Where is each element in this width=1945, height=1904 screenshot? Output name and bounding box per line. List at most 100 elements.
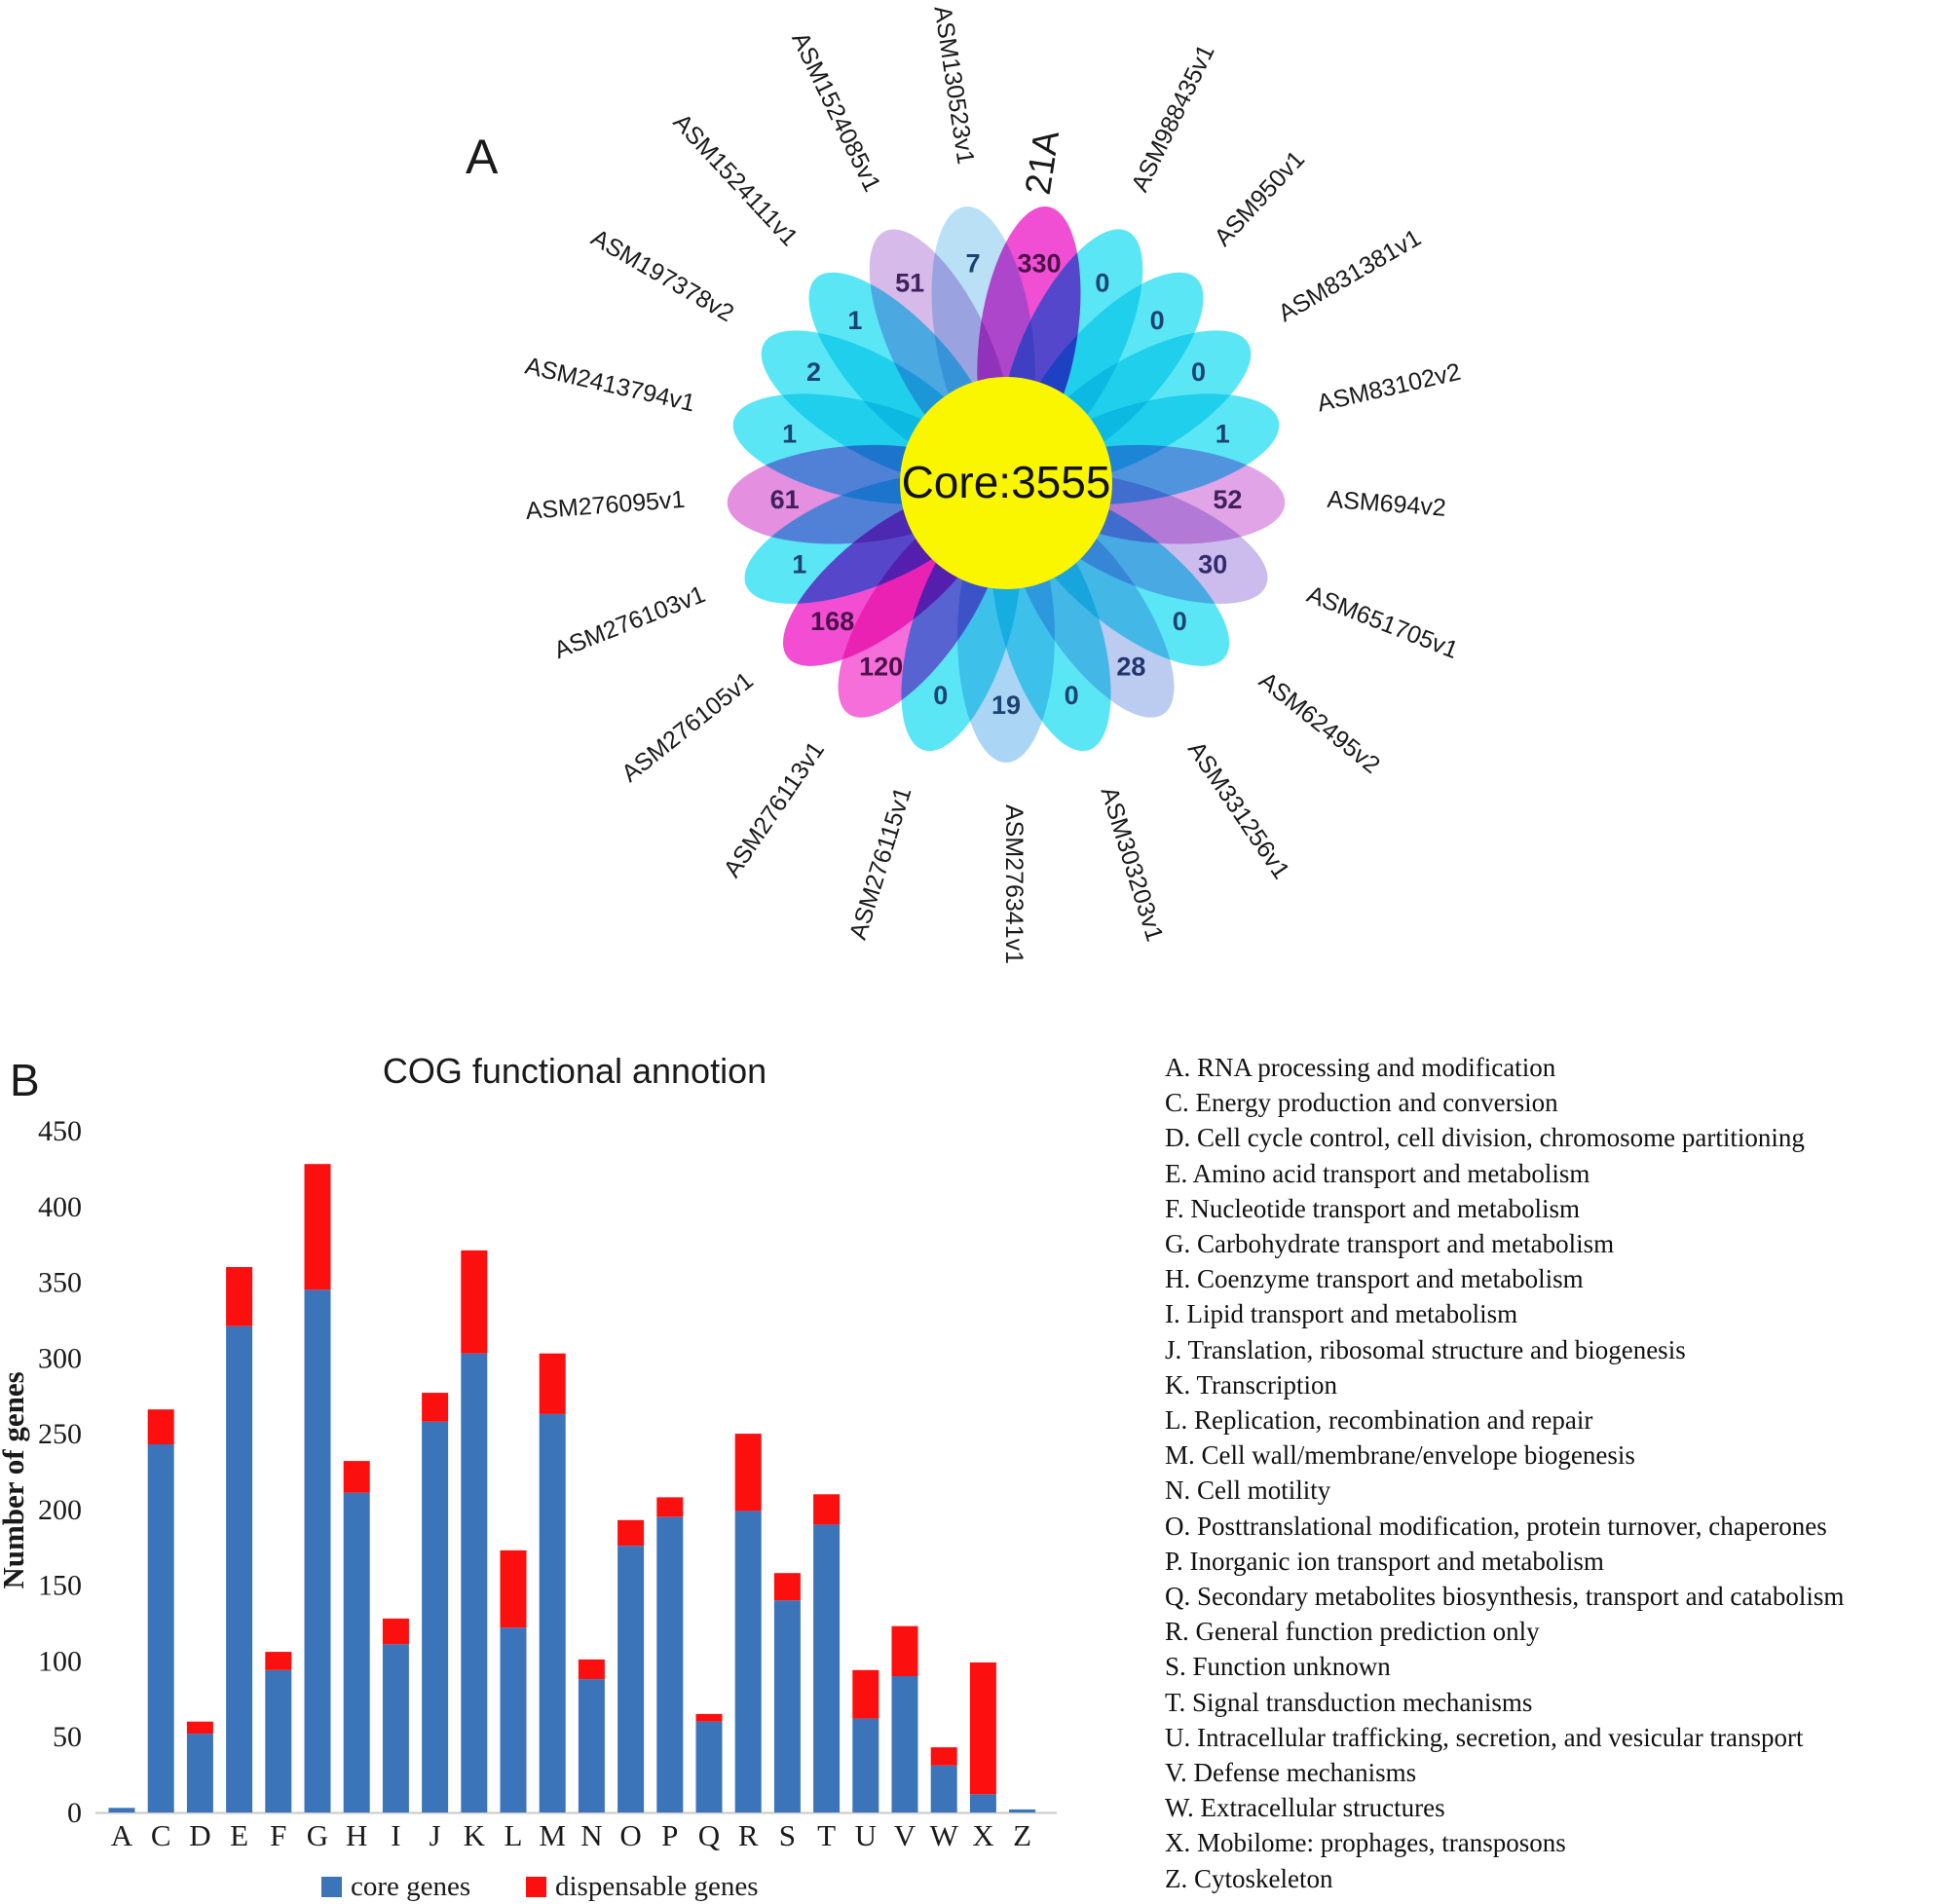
bar-dispensable-D [186, 1721, 213, 1735]
bar-core-K [461, 1353, 488, 1812]
x-label-I: I [391, 1818, 400, 1852]
bar-dispensable-S [773, 1573, 801, 1601]
petal-count-ASM1524085v1: 51 [895, 269, 924, 298]
cog-item-L: L. Replication, recombination and repair [1165, 1405, 1593, 1436]
petal-count-ASM276341v1: 19 [991, 691, 1021, 720]
petal-label-ASM651705v1: ASM651705v1 [1303, 580, 1462, 664]
petal-label-ASM62495v2: ASM62495v2 [1253, 666, 1385, 778]
bar-dispensable-X [969, 1662, 996, 1795]
cog-item-V: V. Defense mechanisms [1165, 1758, 1417, 1788]
x-label-Z: Z [1013, 1818, 1031, 1852]
bar-dispensable-I [382, 1618, 409, 1645]
x-label-F: F [270, 1818, 286, 1852]
x-label-M: M [539, 1818, 566, 1852]
bar-dispensable-H [343, 1461, 370, 1493]
bar-dispensable-T [813, 1494, 841, 1525]
bar-dispensable-U [852, 1669, 879, 1719]
bar-core-R [734, 1511, 762, 1812]
petal-count-ASM130523v1: 7 [965, 249, 980, 279]
bar-dispensable-P [656, 1497, 684, 1517]
cog-item-N: N. Cell motility [1165, 1475, 1331, 1506]
bar-dispensable-G [304, 1164, 331, 1290]
y-tick-100: 100 [38, 1645, 82, 1677]
x-label-K: K [464, 1818, 486, 1852]
petal-label-21A: 21A [1018, 128, 1066, 198]
bar-core-I [382, 1644, 409, 1812]
cog-item-W: W. Extracellular structures [1165, 1793, 1445, 1823]
bar-dispensable-N [578, 1659, 605, 1680]
cog-item-P: P. Inorganic ion transport and metabolis… [1165, 1546, 1604, 1576]
cog-item-D: D. Cell cycle control, cell division, ch… [1165, 1123, 1805, 1153]
panel-b-label: B [10, 1055, 40, 1105]
petal-count-ASM831381v1: 0 [1191, 357, 1206, 387]
petal-count-ASM276095v1: 61 [770, 485, 800, 514]
pan-genome-flower-plot: A Core:3555 3300001523002801901201681611… [466, 4, 1463, 964]
petal-label-ASM331256v1: ASM331256v1 [1182, 736, 1295, 883]
petal-label-ASM197378v2: ASM197378v2 [586, 224, 738, 327]
bar-dispensable-C [147, 1409, 174, 1444]
cog-item-A: A. RNA processing and modification [1165, 1053, 1556, 1082]
bar-core-M [539, 1413, 566, 1812]
bar-dispensable-F [265, 1652, 292, 1670]
bar-core-G [304, 1289, 331, 1812]
petal-count-ASM950v1: 0 [1150, 306, 1165, 335]
bar-dispensable-O [617, 1519, 645, 1547]
bar-core-J [422, 1421, 449, 1812]
chart-title: COG functional annotion [383, 1051, 767, 1091]
bar-core-S [773, 1600, 801, 1812]
bar-core-L [500, 1627, 527, 1812]
bar-dispensable-V [891, 1625, 918, 1676]
petal-count-ASM651705v1: 30 [1198, 549, 1227, 579]
cog-item-J: J. Translation, ribosomal structure and … [1165, 1334, 1686, 1364]
bar-core-Z [1009, 1809, 1036, 1812]
bar-core-P [656, 1516, 684, 1812]
x-label-U: U [855, 1818, 877, 1852]
bar-dispensable-W [930, 1747, 957, 1766]
x-label-Q: Q [698, 1818, 720, 1852]
petal-label-ASM2413794v1: ASM2413794v1 [523, 353, 698, 418]
petal-label-ASM130523v1: ASM130523v1 [928, 4, 979, 166]
petal-label-ASM276105v1: ASM276105v1 [617, 667, 759, 788]
cog-item-Z: Z. Cytoskeleton [1165, 1863, 1333, 1893]
x-label-P: P [661, 1818, 678, 1852]
bar-dispensable-L [500, 1549, 527, 1628]
x-label-S: S [779, 1818, 796, 1852]
petal-count-ASM694v2: 52 [1213, 485, 1242, 514]
bars-group [108, 1164, 1036, 1812]
petal-count-ASM276113v1: 120 [859, 652, 903, 681]
y-tick-350: 350 [38, 1267, 82, 1299]
x-label-G: G [307, 1818, 328, 1852]
core-genes-count: Core:3555 [902, 457, 1111, 507]
cog-item-F: F. Nucleotide transport and metabolism [1165, 1193, 1581, 1223]
petal-label-ASM303203v1: ASM303203v1 [1096, 784, 1169, 945]
cog-item-H: H. Coenzyme transport and metabolism [1165, 1264, 1584, 1294]
x-label-E: E [230, 1818, 248, 1852]
cog-bar-chart: COG functional annotion Number of genes … [0, 1051, 1057, 1902]
legend-swatch-dispensable-genes [526, 1877, 546, 1897]
petal-label-ASM1524111v1: ASM1524111v1 [668, 108, 804, 251]
x-label-C: C [151, 1818, 171, 1852]
petal-label-ASM276341v1: ASM276341v1 [1000, 804, 1028, 964]
core-genes-circle [900, 377, 1112, 589]
bar-core-F [265, 1669, 292, 1812]
y-tick-450: 450 [38, 1115, 82, 1147]
bar-core-C [147, 1444, 174, 1812]
bar-core-H [343, 1492, 370, 1812]
x-label-O: O [619, 1818, 641, 1852]
x-label-W: W [930, 1818, 959, 1852]
petal-label-ASM276103v1: ASM276103v1 [550, 580, 709, 664]
bar-core-Q [695, 1721, 723, 1812]
bar-dispensable-M [539, 1353, 566, 1414]
x-label-L: L [505, 1818, 523, 1852]
x-label-A: A [111, 1818, 133, 1852]
petal-label-ASM276113v1: ASM276113v1 [719, 736, 830, 882]
petal-label-ASM950v1: ASM950v1 [1209, 145, 1310, 251]
bar-core-N [578, 1679, 605, 1812]
cog-item-G: G. Carbohydrate transport and metabolism [1165, 1229, 1615, 1259]
petal-label-ASM831381v1: ASM831381v1 [1274, 224, 1426, 327]
petal-label-ASM276115v1: ASM276115v1 [844, 784, 917, 943]
petal-label-ASM988435v1: ASM988435v1 [1126, 40, 1219, 196]
cog-item-K: K. Transcription [1165, 1369, 1338, 1400]
bar-core-T [813, 1524, 841, 1812]
